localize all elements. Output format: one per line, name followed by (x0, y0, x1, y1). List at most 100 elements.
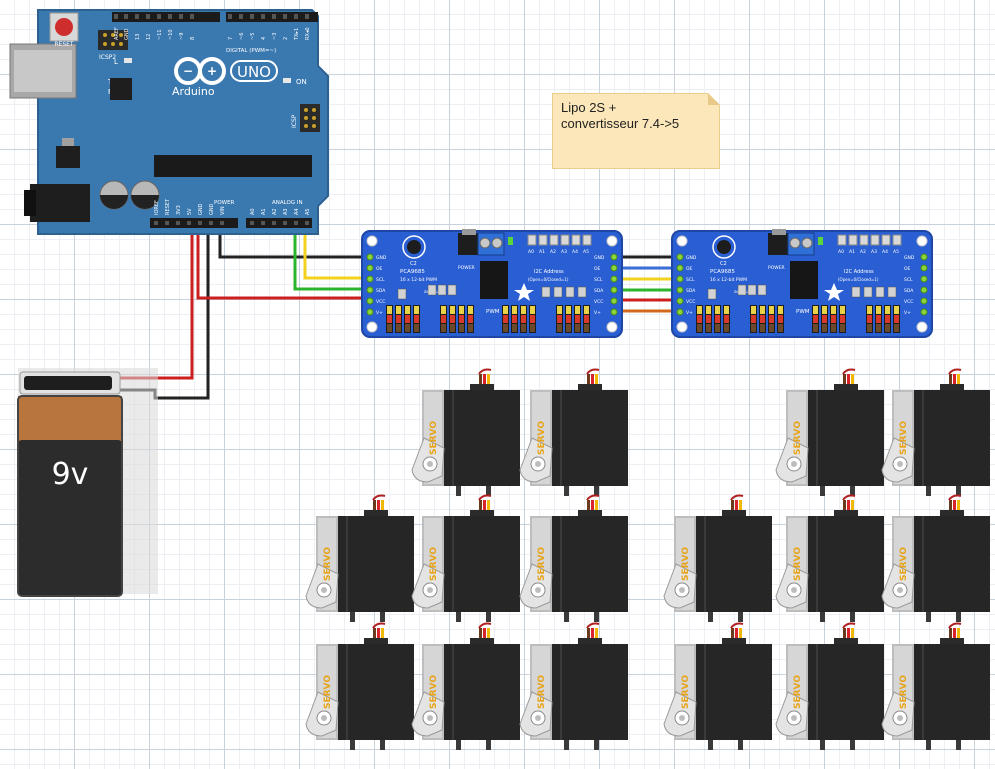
servo-motor[interactable]: SERVO (775, 368, 885, 497)
servo-label: SERVO (537, 675, 547, 709)
servo-label: SERVO (793, 547, 803, 581)
servo-label: SERVO (429, 547, 439, 581)
servo-label: SERVO (681, 675, 691, 709)
svg-text:+: + (207, 64, 217, 78)
arduino-power-pin-label: GND (198, 203, 204, 215)
arduino-power-pin-label: GND (209, 203, 215, 215)
servo-motor[interactable]: SERVO (411, 622, 521, 751)
addr-pin-label: A2 (860, 249, 866, 255)
arduino-power-pin-label: 5V (187, 208, 193, 215)
pwm-side-pin-label: VCC (686, 299, 695, 305)
note-line-1: Lipo 2S + (561, 100, 617, 115)
servo-motor[interactable]: SERVO (519, 494, 629, 623)
chip-label: PCA9685 (400, 269, 425, 275)
arduino-top-pin-label: ~6 (239, 33, 245, 40)
i2c-label: I2C Address (534, 269, 564, 275)
arduino-top-pin-label: ~5 (250, 33, 256, 40)
on-label: ON (296, 78, 307, 86)
servo-motor[interactable]: SERVO (411, 368, 521, 497)
scl-yellow-wire (303, 226, 366, 280)
pwm-side-pin-label: SDA (376, 288, 386, 294)
power-header (150, 218, 238, 228)
arduino-top-pin-label: 8 (190, 37, 196, 40)
i2c-sub: (Open=0/Closed=1) (528, 277, 569, 282)
arduino-analog-pin-label: A3 (283, 208, 289, 215)
arduino-top-pin-label: 4 (261, 37, 267, 40)
servo-motor[interactable]: SERVO (411, 494, 521, 623)
addr-pin-label: A3 (561, 249, 567, 255)
chip-subtitle: 16 x 12-bit PWM (710, 277, 747, 283)
pwm-side-pin-label-right: GND (594, 255, 605, 261)
arduino-top-pin-label: 12 (146, 34, 152, 40)
digital-header-left (112, 12, 220, 22)
arduino-analog-pin-label: A5 (305, 208, 311, 215)
servo-motor[interactable]: SERVO (663, 494, 773, 623)
icsp-label: ICSP (291, 114, 298, 128)
pwm-side-pin-label: SCL (686, 277, 695, 283)
pwm-side-pin-label: GND (686, 255, 697, 261)
servo-label: SERVO (537, 421, 547, 455)
arduino-top-pin-label: 13 (135, 34, 141, 40)
svg-text:−: − (183, 64, 193, 78)
sticky-note[interactable] (552, 93, 720, 169)
addr-pin-label: A3 (871, 249, 877, 255)
cap-label: C2 (720, 261, 727, 267)
arduino-top-pin-label: ~11 (157, 29, 163, 40)
arduino-power-pin-label: VIN (220, 206, 226, 215)
arduino-analog-pin-label: A4 (294, 208, 300, 215)
chip-label: PCA9685 (710, 269, 735, 275)
servo-motor[interactable]: SERVO (881, 494, 991, 623)
battery-label: 9v (52, 457, 89, 492)
servo-motor[interactable]: SERVO (305, 622, 415, 751)
power-label: POWER (458, 265, 475, 271)
servo-motor[interactable]: SERVO (519, 368, 629, 497)
power-label: POWER (768, 265, 785, 271)
pwm-side-pin-label-right: GND (904, 255, 915, 261)
pwm-side-pin-label: VCC (376, 299, 385, 305)
arduino-logo-icon: − + (174, 57, 226, 85)
vcc-red-wire (196, 226, 366, 300)
servo-label: SERVO (899, 675, 909, 709)
battery-red-wire (112, 226, 194, 380)
icsp2-header (98, 30, 128, 50)
power-label: POWER (214, 200, 235, 206)
usb-chip (110, 78, 132, 100)
analog-header (246, 218, 312, 228)
dc-jack (30, 184, 90, 222)
addr-pin-label: A0 (838, 249, 844, 255)
i2c-label: I2C Address (844, 269, 874, 275)
arduino-top-pin-label: AREF (114, 27, 120, 40)
servo-label: SERVO (429, 421, 439, 455)
pwm-side-pin-label-right: SCL (594, 277, 603, 283)
arduino-analog-pin-label: A0 (250, 208, 256, 215)
servo-motor[interactable]: SERVO (305, 494, 415, 623)
regulator (56, 146, 80, 168)
cap-label: C2 (410, 261, 417, 267)
servo-motor[interactable]: SERVO (663, 622, 773, 751)
arduino-power-pin-label: IOREF (154, 200, 160, 215)
addr-pin-label: A4 (882, 249, 888, 255)
servo-motor[interactable]: SERVO (775, 494, 885, 623)
servo-motor[interactable]: SERVO (881, 368, 991, 497)
digital-label: DIGITAL (PWM=~) (226, 48, 276, 54)
servo-label: SERVO (323, 547, 333, 581)
gnd-black-wire (218, 226, 366, 259)
reset-label: RESET (54, 41, 74, 48)
battery-9v[interactable]: 9v (17, 368, 158, 597)
addr-pin-label: A1 (849, 249, 855, 255)
pwm-side-pin-label: OE (686, 266, 693, 272)
addr-pin-label: A4 (572, 249, 578, 255)
servo-label: SERVO (323, 675, 333, 709)
servo-label: SERVO (537, 547, 547, 581)
sticky-note-text: Lipo 2S + convertisseur 7.4->5 (561, 100, 711, 132)
servo-motor[interactable]: SERVO (775, 622, 885, 751)
servo-motor[interactable]: SERVO (519, 622, 629, 751)
analog-label: ANALOG IN (272, 200, 303, 206)
brand-label: Arduino (172, 85, 215, 98)
servo-motor[interactable]: SERVO (881, 622, 991, 751)
